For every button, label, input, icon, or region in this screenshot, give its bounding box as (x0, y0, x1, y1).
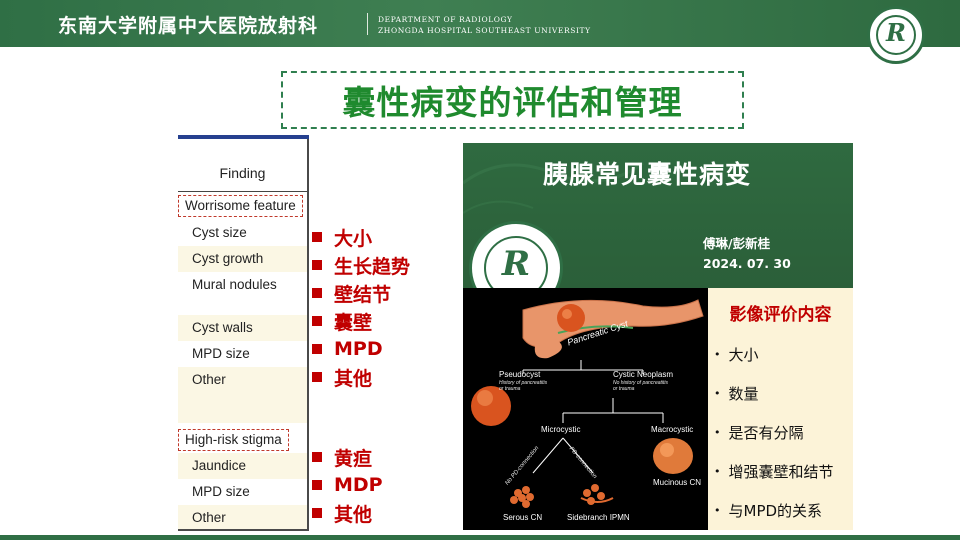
hospital-logo: R (867, 6, 925, 64)
bullet-square-icon (312, 344, 322, 354)
thumb-authors: 傅琳/彭新桂 (703, 236, 771, 251)
bullet-item: 大小 (312, 223, 372, 251)
bullet-dot-icon: • (714, 387, 721, 400)
slide-title: 囊性病变的评估和管理 (342, 83, 683, 122)
thumb-title: 胰腺常见囊性病变 (543, 160, 752, 189)
bullet-dot-icon: • (714, 465, 721, 478)
pancreatic-cyst-diagram: Pancreatic Cyst Pseudocyst History of pa… (463, 288, 708, 530)
mucinous-cn-label: Mucinous CN (653, 478, 702, 487)
bullet-item: 其他 (312, 499, 372, 527)
evaluation-item: •是否有分隔 (714, 424, 804, 442)
bullet-item: 壁结节 (312, 279, 391, 307)
thumb-seal-logo: R (469, 221, 563, 288)
table-header-rule (178, 191, 309, 192)
bullet-item: 生长趋势 (312, 251, 410, 279)
sidebranch-ipmn-label: Sidebranch IPMN (567, 513, 630, 522)
bullet-item: MPD (312, 335, 383, 363)
thumb-date: 2024. 07. 30 (703, 256, 791, 271)
table-row: MPD size (192, 346, 250, 361)
cystic-neoplasm-label: Cystic Neoplasm (613, 370, 674, 379)
neoplasm-note: No history of pancreatitis (613, 380, 669, 386)
table-row: Cyst size (192, 225, 247, 240)
pseudocyst-note: History of pancreatitis (499, 380, 548, 386)
bullet-dot-icon: • (714, 348, 721, 361)
table-row: Cyst walls (178, 315, 307, 341)
bullet-square-icon (312, 372, 322, 382)
table-row: Other (178, 367, 307, 423)
department-english: DEPARTMENT OF RADIOLOGY ZHONGDA HOSPITAL… (378, 14, 591, 36)
thumb-background-pattern (463, 161, 644, 214)
logo-mark: R (886, 18, 906, 47)
dept-line-1: DEPARTMENT OF RADIOLOGY (378, 15, 513, 24)
bullet-item: MDP (312, 471, 383, 499)
footer-bar (0, 535, 960, 540)
bullet-square-icon (312, 232, 322, 242)
bullet-square-icon (312, 452, 322, 462)
evaluation-item: •增强囊壁和结节 (714, 463, 834, 481)
worrisome-feature-label: Worrisome feature (178, 195, 303, 217)
logo-ring (876, 15, 916, 55)
bullet-dot-icon: • (714, 426, 721, 439)
seal-ring (484, 236, 548, 288)
bullet-square-icon (312, 508, 322, 518)
imaging-evaluation-box: 影像评价内容 •大小 •数量 •是否有分隔 •增强囊壁和结节 •与MPD的关系 (708, 288, 853, 530)
serous-cn-label: Serous CN (503, 513, 543, 522)
bullet-item: 囊壁 (312, 307, 372, 335)
table-row: Jaundice (178, 453, 307, 479)
bullet-square-icon (312, 288, 322, 298)
bullet-item: 其他 (312, 363, 372, 391)
bullet-item: 黄疸 (312, 443, 372, 471)
evaluation-item: •大小 (714, 346, 759, 364)
seal-mark: R (501, 244, 531, 284)
evaluation-title: 影像评价内容 (729, 305, 832, 325)
table-top-rule (178, 135, 309, 139)
table-bottom-rule (178, 529, 309, 531)
bullet-square-icon (312, 480, 322, 490)
bullet-square-icon (312, 260, 322, 270)
header-divider (367, 13, 368, 35)
microcystic-label: Microcystic (541, 425, 581, 434)
neoplasm-note: or trauma (613, 386, 635, 392)
table-header: Finding (219, 165, 266, 181)
dept-line-2: ZHONGDA HOSPITAL SOUTHEAST UNIVERSITY (378, 26, 591, 35)
table-row: Mural nodules (192, 277, 277, 292)
table-row: Other (178, 505, 307, 531)
macrocystic-label: Macrocystic (651, 425, 694, 434)
findings-table: Finding Worrisome feature Cyst size Cyst… (178, 135, 309, 531)
bullet-square-icon (312, 316, 322, 326)
institution-name: 东南大学附属中大医院放射科 (58, 15, 319, 37)
table-right-rule (307, 139, 309, 531)
table-row: Cyst growth (178, 246, 307, 272)
diagram-graphics (471, 299, 704, 508)
slide-title-box: 囊性病变的评估和管理 (281, 71, 744, 129)
table-row: MPD size (192, 484, 250, 499)
header-band: 东南大学附属中大医院放射科 DEPARTMENT OF RADIOLOGY ZH… (0, 0, 960, 47)
evaluation-item: •数量 (714, 385, 759, 403)
high-risk-stigma-label: High-risk stigma (178, 429, 289, 451)
pseudocyst-note: or trauma (499, 386, 521, 392)
pseudocyst-label: Pseudocyst (499, 370, 541, 379)
bullet-dot-icon: • (714, 504, 721, 517)
reference-slide-thumbnail: 胰腺常见囊性病变 傅琳/彭新桂 2024. 07. 30 R (463, 143, 853, 288)
evaluation-item: •与MPD的关系 (714, 502, 823, 520)
